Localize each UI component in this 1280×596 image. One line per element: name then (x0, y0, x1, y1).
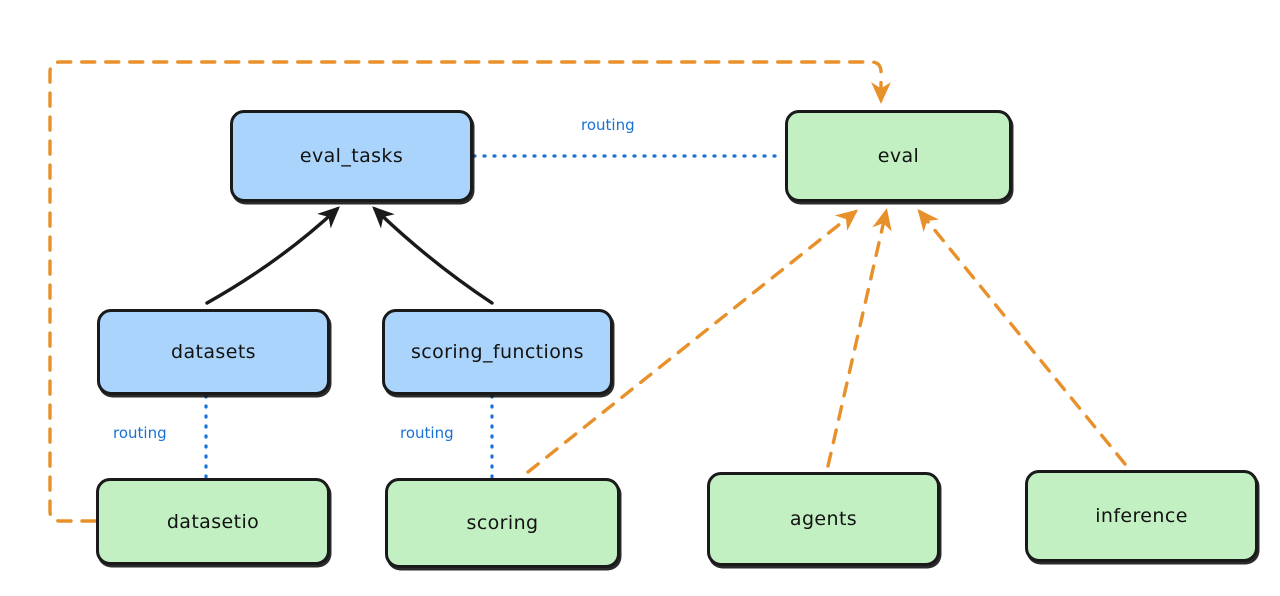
node-label-eval-tasks: eval_tasks (299, 145, 404, 167)
edge-label-routing-datasets: routing (113, 424, 167, 442)
edge-label-routing-scoring-functions: routing (400, 424, 454, 442)
node-inference[interactable]: inference (1025, 470, 1258, 562)
node-agents[interactable]: agents (707, 472, 940, 566)
node-label-scoring-functions: scoring_functions (411, 341, 584, 363)
edge-inference-to-eval (917, 208, 1127, 466)
edge-scoring-to-eval (526, 209, 859, 474)
edge-scoring-functions-to-eval-tasks (372, 206, 494, 305)
edge-label-routing-eval-tasks: routing (581, 116, 635, 134)
node-label-eval: eval (877, 145, 920, 167)
node-label-agents: agents (789, 508, 858, 530)
edge-agents-to-eval (826, 208, 892, 468)
node-label-datasetio: datasetio (166, 510, 260, 533)
node-label-datasets: datasets (171, 341, 256, 363)
node-eval[interactable]: eval (785, 110, 1012, 202)
node-datasets[interactable]: datasets (97, 309, 330, 395)
node-scoring[interactable]: scoring (385, 478, 620, 568)
edge-datasets-to-eval-tasks (205, 206, 340, 305)
node-label-scoring: scoring (466, 512, 539, 534)
node-scoring-functions[interactable]: scoring_functions (382, 309, 613, 395)
node-eval-tasks[interactable]: eval_tasks (230, 110, 473, 202)
node-datasetio[interactable]: datasetio (96, 478, 330, 565)
edge-datasetio-to-eval (48, 60, 891, 523)
node-label-inference: inference (1095, 505, 1188, 527)
